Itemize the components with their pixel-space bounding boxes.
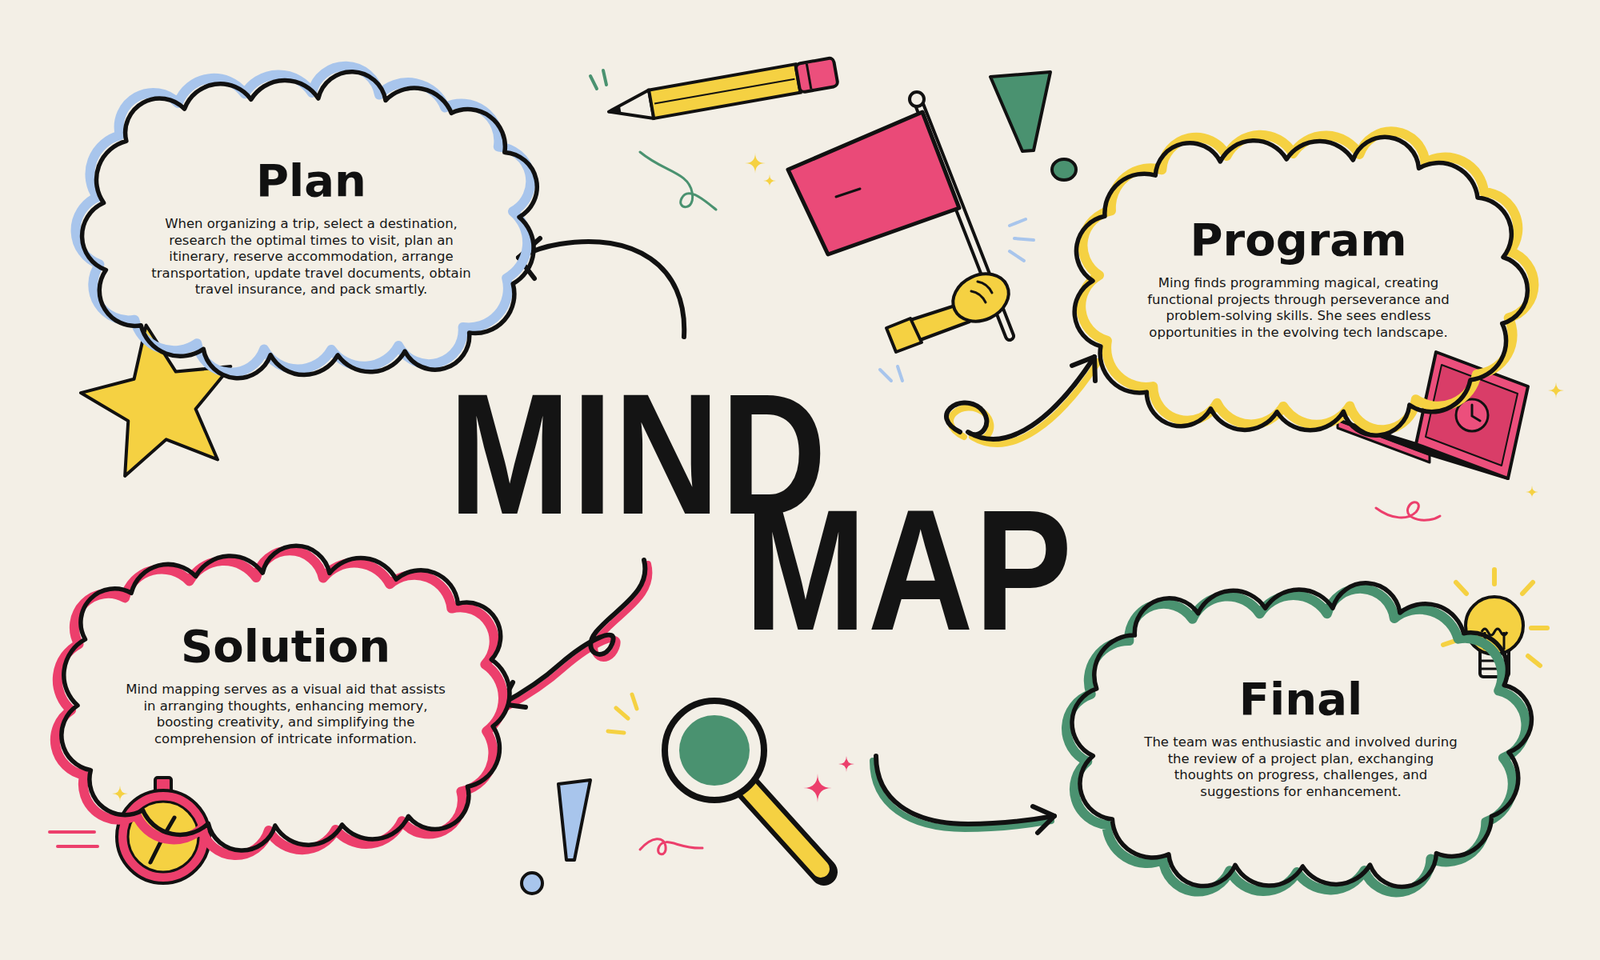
pencil-stripe [654,79,795,104]
magnifier-rim [664,700,764,800]
magnifier-lens [679,715,750,786]
cloud-content: SolutionMind mapping serves as a visual … [124,620,448,748]
accent-marks [590,70,607,89]
arrow-head [1032,806,1055,833]
pencil-band [806,64,812,90]
cloud-content: ProgramMing finds programming magical, c… [1138,214,1459,341]
branch-arrow [946,356,1095,440]
pencil-body [648,64,800,119]
cloud-body-text: Mind mapping serves as a visual aid that… [124,681,448,748]
cloud-content: FinalThe team was enthusiastic and invol… [1140,673,1461,800]
star-icon [71,312,247,481]
sparkle [1525,485,1539,499]
sparkle [744,152,766,174]
cloud-node: ProgramMing finds programming magical, c… [1056,122,1541,449]
cloud-content: PlanWhen organizing a trip, select a des… [143,155,480,299]
squiggle [1376,502,1440,521]
exclamation-dot [1052,159,1076,180]
cloud-node: SolutionMind mapping serves as a visual … [40,536,531,863]
cloud-border [61,545,510,851]
cuff [886,318,922,352]
mind-map-title: MIND MAP [448,396,1099,628]
flag-crease [836,188,860,197]
magnifier-handle-outline [748,788,824,872]
sparkle [838,756,855,772]
fist-lines [971,281,992,303]
cloud-node: PlanWhen organizing a trip, select a des… [66,61,556,392]
sparkle [763,174,776,188]
squiggle [640,152,716,210]
arrow-head [1072,356,1096,381]
branch-arrow [876,756,1055,824]
fist [945,264,1017,330]
cloud-body-text: When organizing a trip, select a destina… [143,216,480,299]
cloud-color-band [55,550,504,856]
flag-icon [788,92,1034,381]
exclamation-bar [990,72,1051,152]
cloud-heading: Final [1140,673,1461,725]
cloud-border [1074,136,1528,436]
sparkle [1548,382,1564,399]
stopwatch-icon [49,777,210,884]
cloud-border [82,71,538,378]
branch-arrow [518,241,684,337]
pencil-lead [606,104,622,117]
magnifier-icon [608,694,824,872]
laptop-screen [1416,352,1528,479]
motion-marks [880,366,903,381]
exclamation-dot [521,872,543,894]
sparkle [803,773,832,803]
motion-marks [1009,219,1034,261]
exclamation-bar [558,780,591,860]
cloud-heading: Solution [124,620,448,672]
cloud-body-text: The team was enthusiastic and involved d… [1140,734,1461,800]
speed-lines [49,832,98,847]
cloud-color-band [76,65,532,372]
cloud-border [1072,582,1532,887]
cloud-heading: Program [1138,214,1459,266]
cloud-heading: Plan [143,155,480,207]
cloud-body-text: Ming finds programming magical, creating… [1138,275,1459,341]
pencil-eraser [795,57,839,93]
shine-rays [608,694,637,733]
pencil-tip [606,90,654,127]
laptop-icon [1337,352,1528,479]
clock-hands [1472,404,1480,421]
squiggle [640,839,703,855]
sparkle [112,785,128,802]
branch-arrow [501,560,645,704]
pencil-icon [604,57,839,127]
cloud-node: FinalThe team was enthusiastic and invol… [1056,571,1546,904]
flag-cloth [788,112,960,255]
flag-knob [909,92,924,107]
magnifier-handle [748,788,821,869]
